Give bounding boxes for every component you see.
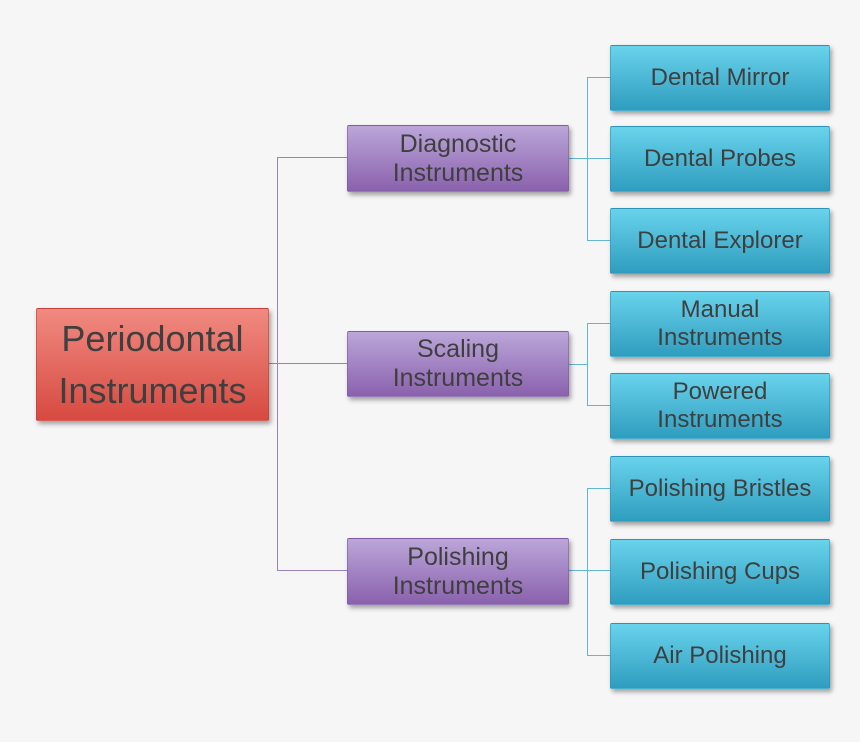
connector-purple-to-scaling bbox=[267, 362, 347, 364]
node-air-polishing: Air Polishing bbox=[610, 623, 830, 689]
node-polishing-instruments: Polishing Instruments bbox=[347, 538, 569, 605]
node-scaling-instruments: Scaling Instruments bbox=[347, 331, 569, 397]
node-polishing-bristles: Polishing Bristles bbox=[610, 456, 830, 522]
connector-purple-to-diagnostic bbox=[277, 156, 347, 158]
node-polishing-cups: Polishing Cups bbox=[610, 539, 830, 605]
connector-diagnostic-trunk bbox=[586, 77, 588, 240]
connector-stub-powered-instruments bbox=[587, 404, 610, 406]
node-periodontal-instruments: Periodontal Instruments bbox=[36, 308, 269, 421]
node-powered-instruments: Powered Instruments bbox=[610, 373, 830, 439]
connector-stub-air-polishing bbox=[587, 654, 610, 656]
connector-purple-trunk bbox=[276, 157, 278, 571]
connector-stub-dental-mirror bbox=[587, 76, 610, 78]
connector-scaling-trunk bbox=[586, 323, 588, 405]
node-diagnostic-instruments: Diagnostic Instruments bbox=[347, 125, 569, 192]
connector-stub-polishing-bristles bbox=[587, 487, 610, 489]
connector-diagnostic-out bbox=[567, 157, 610, 159]
connector-purple-to-polishing bbox=[277, 569, 347, 571]
node-dental-mirror: Dental Mirror bbox=[610, 45, 830, 111]
node-dental-probes: Dental Probes bbox=[610, 126, 830, 192]
connector-stub-dental-explorer bbox=[587, 239, 610, 241]
node-dental-explorer: Dental Explorer bbox=[610, 208, 830, 274]
connector-scaling-out bbox=[567, 363, 587, 365]
connector-stub-manual-instruments bbox=[587, 322, 610, 324]
connector-polishing-trunk bbox=[586, 488, 588, 655]
node-manual-instruments: Manual Instruments bbox=[610, 291, 830, 357]
